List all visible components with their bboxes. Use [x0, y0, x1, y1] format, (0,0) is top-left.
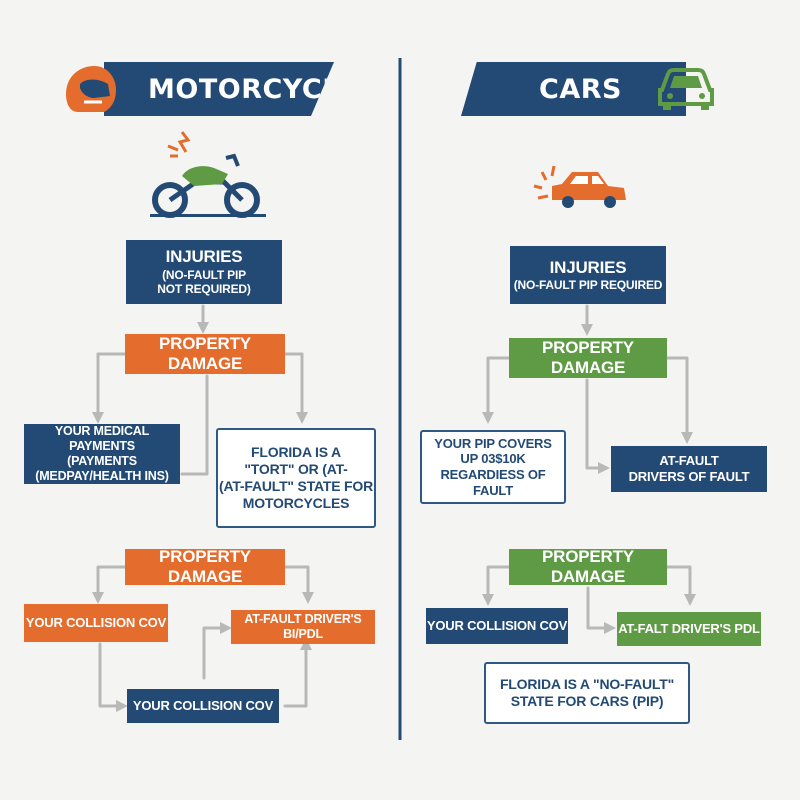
cars-no-fault-note: FLORIDA IS A "NO-FAULT" STATE FOR CARS (… [484, 662, 690, 724]
motorcycles-banner: MOTORCYCLES [104, 62, 334, 116]
cars-injuries-line1: (NO-FAULT PIP REQUIRED [513, 278, 663, 292]
motorcycles-at-fault-bipdl: AT-FAULT DRIVER'S BI/PDL [231, 610, 375, 644]
cars-at-fault-drivers: AT-FAULT DRIVERS OF FAULT [611, 446, 767, 492]
cars-property-damage-1: PROPERTY DAMAGE [509, 338, 667, 378]
car-crash-icon [533, 165, 626, 208]
motorcycles-banner-text: MOTORCYCLES [148, 73, 379, 105]
cars-banner-text: CARS [539, 73, 622, 105]
motorcycles-injuries-line2: NOT REQUIRED) [157, 282, 251, 297]
helmet-icon [66, 66, 116, 112]
motorcycles-tort-note: FLORIDA IS A "TORT" OR (AT- (AT-FAULT" S… [216, 428, 376, 528]
motorcycles-injuries-line1: (NO-FAULT PIP [162, 267, 246, 282]
motorcycles-injuries-title: INJURIES [165, 247, 243, 267]
motorcycle-icon [150, 131, 266, 218]
motorcycles-property-damage-1: PROPERTY DAMAGE [125, 334, 285, 374]
cars-collision-cov: YOUR COLLISION COV [426, 608, 568, 644]
cars-pip-note: YOUR PIP COVERS UP 03$10K REGARDIESS OF … [420, 430, 566, 504]
car-icon [658, 68, 714, 110]
cars-property-damage-2: PROPERTY DAMAGE [509, 547, 667, 586]
cars-banner: CARS [461, 62, 686, 116]
cars-at-fault-pdl: AT-FALT DRIVER'S PDL [617, 612, 761, 646]
motorcycles-injuries-box: INJURIES (NO-FAULT PIP NOT REQUIRED) [126, 240, 282, 304]
motorcycles-collision-cov-1: YOUR COLLISION COV [24, 604, 168, 642]
motorcycles-property-damage-2: PROPERTY DAMAGE [125, 547, 285, 586]
cars-injuries-title: INJURIES [549, 257, 627, 277]
motorcycles-medical-payments-box: YOUR MEDICAL PAYMENTS (PAYMENTS (MEDPAY/… [24, 424, 180, 484]
motorcycles-collision-cov-2: YOUR COLLISION COV [127, 689, 279, 723]
cars-injuries-box: INJURIES (NO-FAULT PIP REQUIRED [510, 246, 666, 304]
